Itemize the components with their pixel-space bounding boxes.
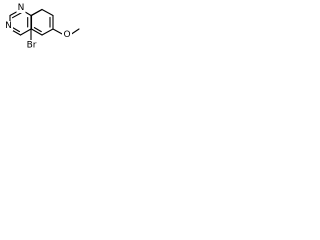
bond-ph4-ph5 xyxy=(30,28,43,36)
atom-label-n1: N xyxy=(5,21,12,31)
phenyl-ring xyxy=(30,8,54,36)
atom-label-o: O xyxy=(63,30,70,40)
bond-c5-c6 xyxy=(19,28,32,36)
bond-ph3-ph4 xyxy=(41,28,54,36)
bond-ph6-ph1 xyxy=(30,8,43,17)
atom-n3: N xyxy=(16,3,26,13)
atom-label-br: Br xyxy=(27,41,37,51)
bond-c2-n3-inner xyxy=(11,12,22,19)
bond-c6-n1-inner xyxy=(11,26,21,33)
chemical-structure: N N Br O xyxy=(4,3,80,51)
atom-n1: N xyxy=(4,21,13,31)
bond-ph1-ph2 xyxy=(41,8,54,17)
atom-br: Br xyxy=(24,40,39,51)
pyrimidine-ring xyxy=(9,8,32,36)
atom-label-n3: N xyxy=(18,3,25,13)
atom-o: O xyxy=(62,30,72,40)
bond-ph4-ph5-inner xyxy=(33,27,42,33)
